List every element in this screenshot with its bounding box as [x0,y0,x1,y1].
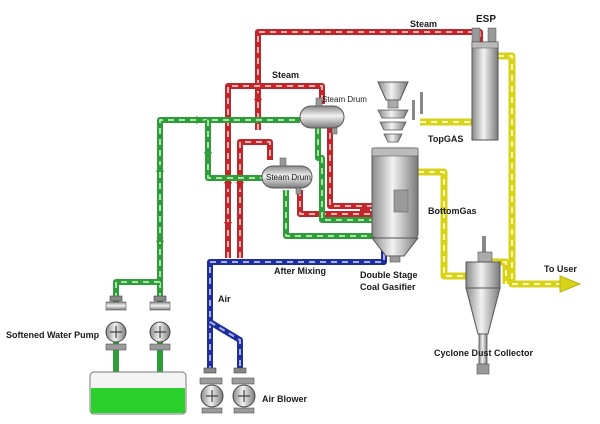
softened-water-pump-2 [149,301,171,351]
air-pipes [207,250,387,372]
steam-drum-lower-label: Steam Drum [266,173,311,182]
flow-arrows [156,92,262,242]
esp-unit [471,27,499,141]
top-gas-label: TopGAS [428,134,463,144]
air-blower-2 [231,377,256,414]
air-blower-label: Air Blower [262,394,308,404]
gasifier-label-line2: Coal Gasifier [360,282,416,292]
steam-drum-upper-label: Steam Drum [322,95,367,104]
air-label: Air [218,294,231,304]
cyclone-dust-collector [465,236,501,375]
steam-drum-lower [261,157,313,195]
air-blower-1 [199,377,224,414]
esp-label: ESP [476,14,496,25]
softened-water-pump-1 [105,301,127,351]
softened-water-pump-label: Softened Water Pump [6,330,100,340]
water-tank [89,371,187,415]
cyclone-label: Cyclone Dust Collector [434,348,534,358]
to-user-label: To User [544,264,577,274]
double-stage-coal-gasifier [370,81,423,263]
steam-drum-upper [299,97,345,135]
steam-left-label: Steam [272,70,299,80]
bottom-gas-label: BottomGas [428,206,477,216]
to-user-arrow-icon [559,275,582,293]
valve-icon [109,295,247,374]
gasifier-label-line1: Double Stage [360,270,418,280]
after-mixing-label: After Mixing [274,266,326,276]
steam-top-label: Steam [410,19,437,29]
